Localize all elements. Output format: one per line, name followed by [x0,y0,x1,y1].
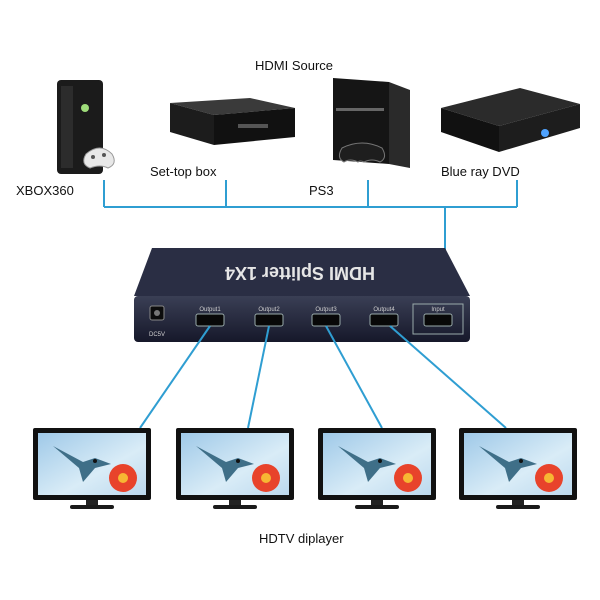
output-1-label: Output1 [199,307,221,313]
xbox360-console-icon [57,80,115,174]
output-3-label: Output3 [315,307,337,313]
output-cables [139,325,507,429]
power-port-label: DC5V [149,332,165,338]
output-port-4 [369,313,399,327]
cable-output-4 [389,325,507,429]
output-port-3 [311,313,341,327]
power-port [149,305,165,321]
cable-output-1 [139,325,211,429]
set-top-box-icon [170,98,295,145]
input-label: Input [431,307,445,313]
output-2-label: Output2 [258,307,280,313]
cable-output-2 [247,325,270,429]
hdmi-splitter-device: HDMI Splitter 1X4 DC5V Output1 Output2 O… [134,248,470,342]
source-label-xbox360: XBOX360 [16,183,74,198]
source-label-ps3: PS3 [309,183,334,198]
splitter-title: HDMI Splitter 1X4 [225,263,375,283]
output-port-1 [195,313,225,327]
ps3-console-icon [333,78,410,168]
hdmi-source-title: HDMI Source [255,58,334,73]
hdtv-1 [33,428,151,509]
blu-ray-player-icon [441,88,580,152]
output-4-label: Output4 [373,307,395,313]
hdtv-3 [318,428,436,509]
output-port-2 [254,313,284,327]
cable-output-3 [325,325,383,429]
hdtv-2 [176,428,294,509]
hdtv-4 [459,428,577,509]
hdtv-row [33,428,577,509]
hdtv-title: HDTV diplayer [259,531,344,546]
input-port-frame [412,303,464,335]
source-label-set-top-box: Set-top box [150,164,217,179]
source-label-blu-ray: Blue ray DVD [441,164,520,179]
input-port [423,313,453,327]
